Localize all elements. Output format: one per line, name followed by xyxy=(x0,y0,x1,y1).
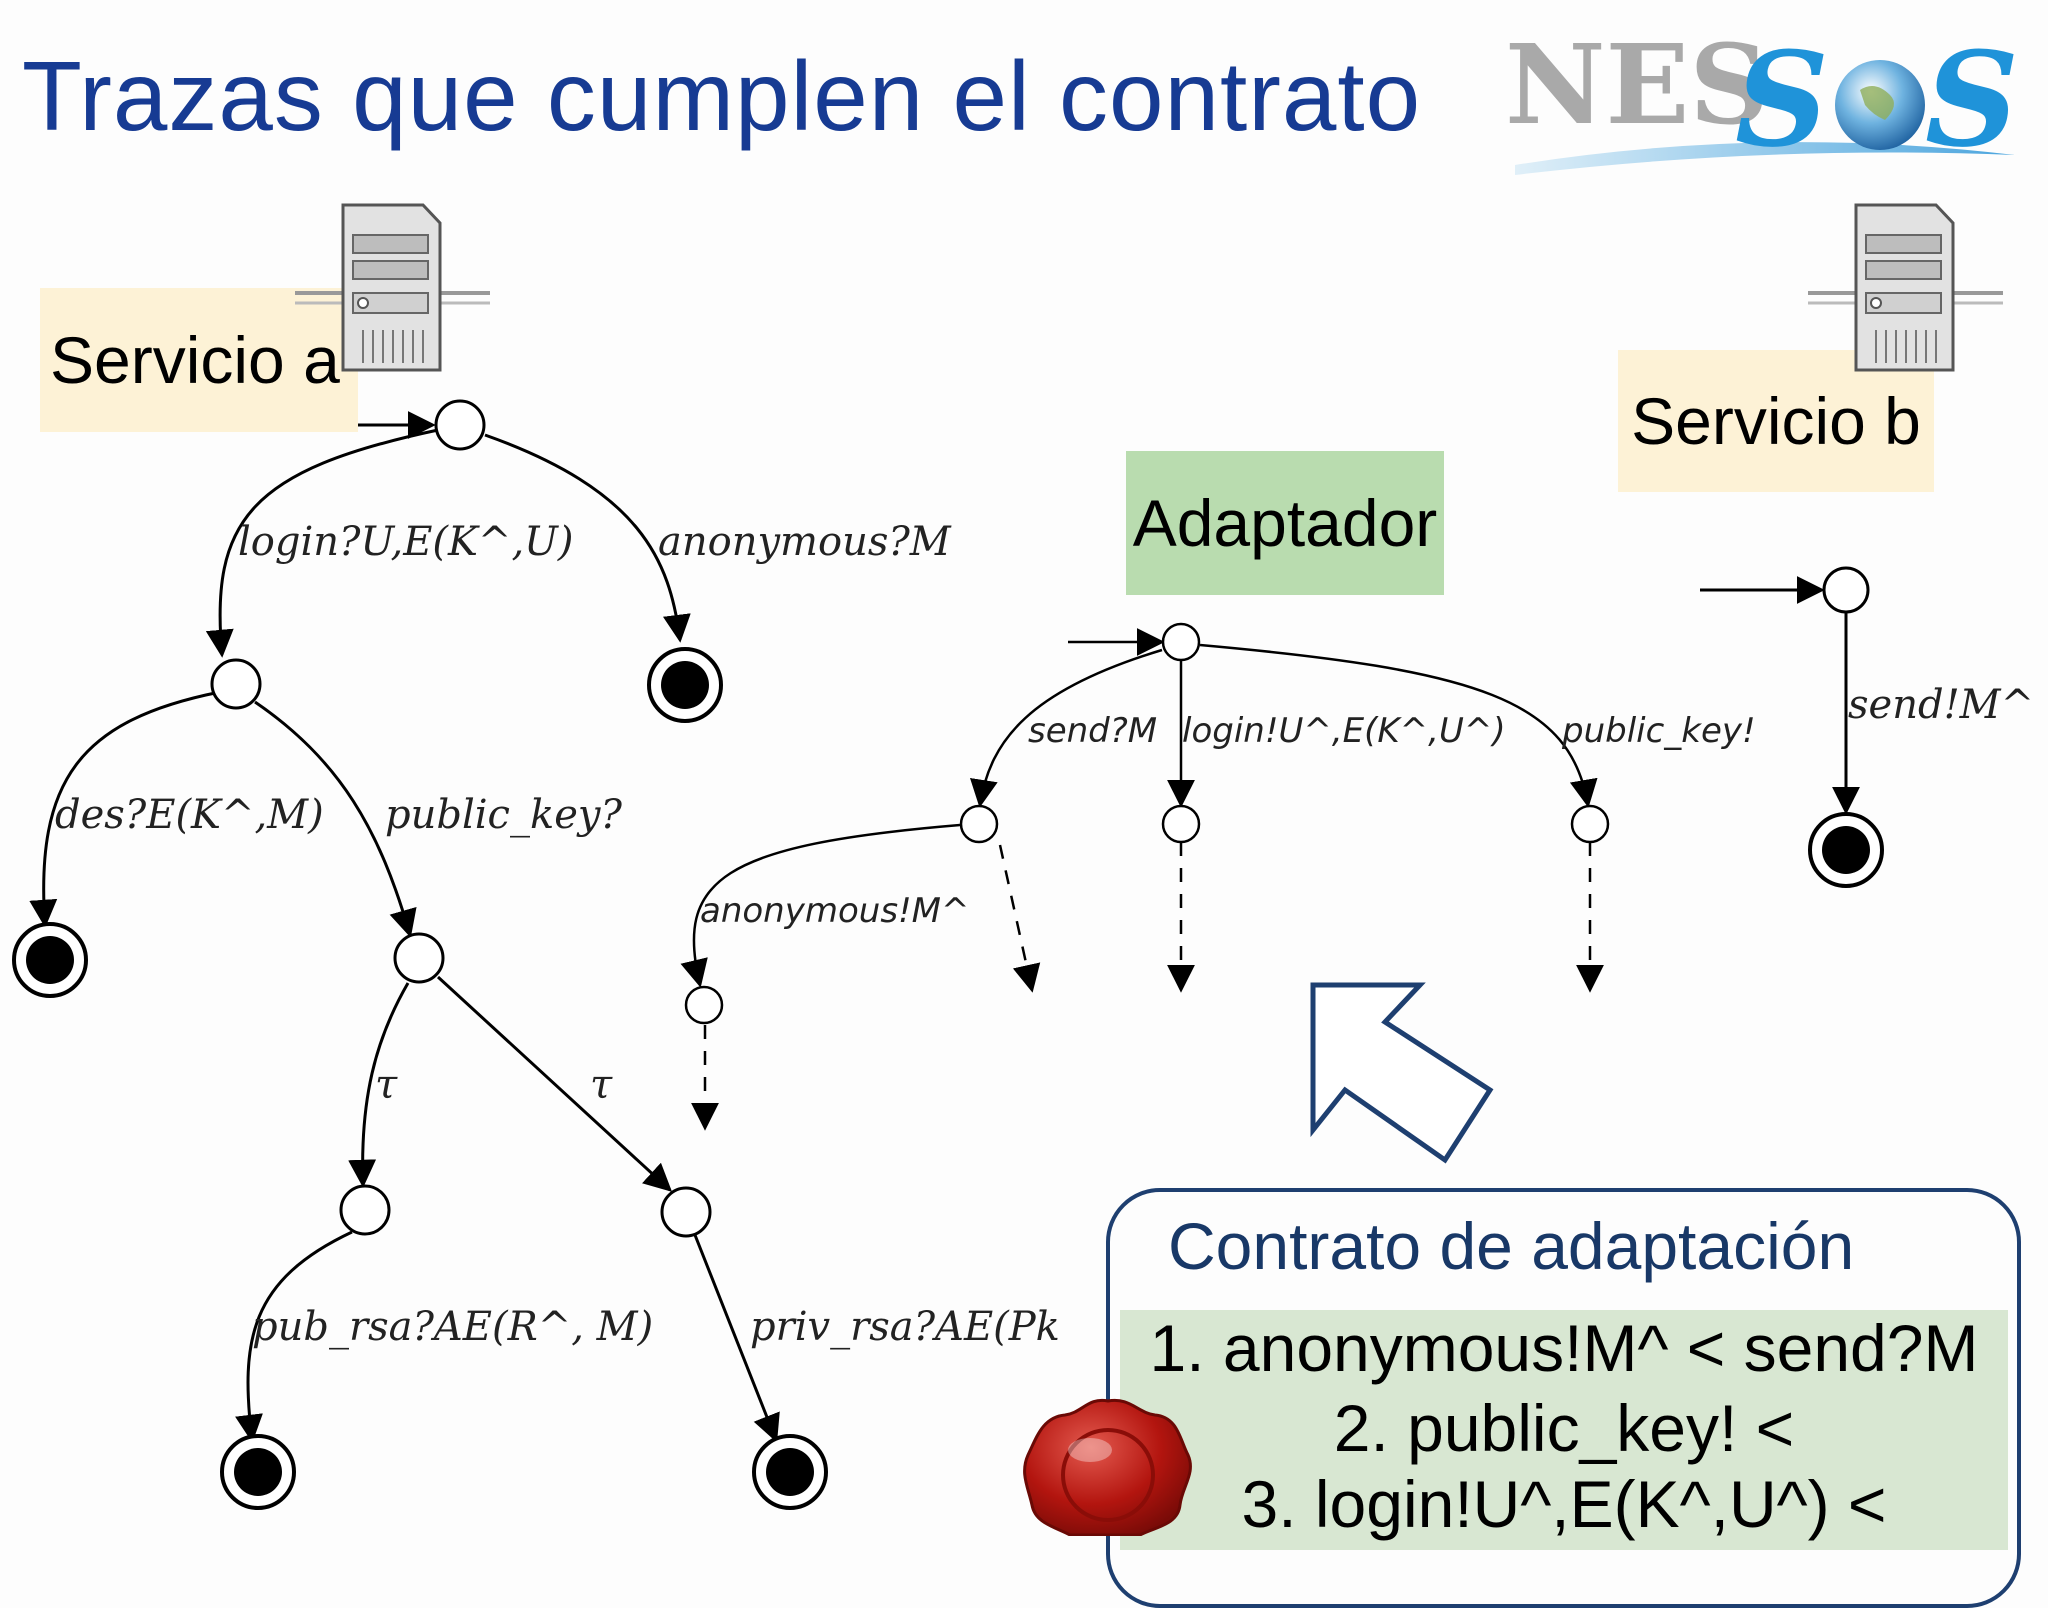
label-adapter-public-key: public_key! xyxy=(1561,711,1756,751)
label-pub-rsa: pub_rsa?AE(R^, M) xyxy=(252,1304,653,1350)
label-login: login?U,E(K^,U) xyxy=(238,519,573,565)
server-b-icon xyxy=(1808,203,2003,372)
adapter-automaton xyxy=(680,628,1604,1131)
label-anonymous: anonymous?M xyxy=(658,519,952,565)
label-des: des?E(K^,M) xyxy=(55,792,324,838)
service-a-final-states xyxy=(12,647,828,1510)
contract-rule-3: 3. login!U^,E(K^,U^) < xyxy=(1241,1467,1887,1541)
state xyxy=(210,658,262,710)
slide-title: Trazas que cumplen el contrato xyxy=(22,41,1422,151)
label-public-key: public_key? xyxy=(385,792,622,838)
adapter-label: Adaptador xyxy=(1126,451,1444,595)
contract-title: Contrato de adaptación xyxy=(1168,1209,1855,1283)
pointer-arrow-icon xyxy=(1310,982,1494,1164)
svg-text:S: S xyxy=(1735,25,1829,176)
nessos-logo: NES S S xyxy=(1505,25,2019,176)
label-send: send?M xyxy=(1028,711,1157,751)
state xyxy=(393,932,445,984)
server-a-icon xyxy=(295,203,490,372)
state xyxy=(434,399,486,451)
contract-rules-area xyxy=(1120,1310,2008,1550)
service-b-final-state xyxy=(1808,812,1884,888)
wax-seal-icon xyxy=(1023,1398,1192,1536)
adapter-states xyxy=(684,622,1610,1025)
label-tau-right: τ xyxy=(590,1062,613,1108)
service-a-label: Servicio a xyxy=(40,288,358,432)
service-b-state xyxy=(1822,566,1870,614)
svg-text:S: S xyxy=(1925,25,2019,176)
service-a-automaton xyxy=(29,411,780,1443)
service-b-label: Servicio b xyxy=(1618,350,1934,492)
svg-text:NES: NES xyxy=(1505,25,1769,149)
label-adapter-login: login!U^,E(K^,U^) xyxy=(1182,711,1506,751)
label-adapter-anonymous: anonymous!M^ xyxy=(700,891,970,931)
service-a-states xyxy=(210,399,712,1238)
state xyxy=(660,1186,712,1238)
state xyxy=(339,1184,391,1236)
transition-diagram: login?U,E(K^,U) anonymous?M des?E(K^,M) … xyxy=(12,203,2034,1510)
label-b-send: send!M^ xyxy=(1848,682,2034,728)
service-b-automaton xyxy=(1700,576,1860,815)
contract-rule-2: 2. public_key! < xyxy=(1333,1391,1795,1465)
label-tau-left: τ xyxy=(375,1062,398,1108)
label-priv-rsa: priv_rsa?AE(Pk xyxy=(750,1304,1060,1350)
contract-rule-1: 1. anonymous!M^ < send?M xyxy=(1149,1311,1979,1385)
